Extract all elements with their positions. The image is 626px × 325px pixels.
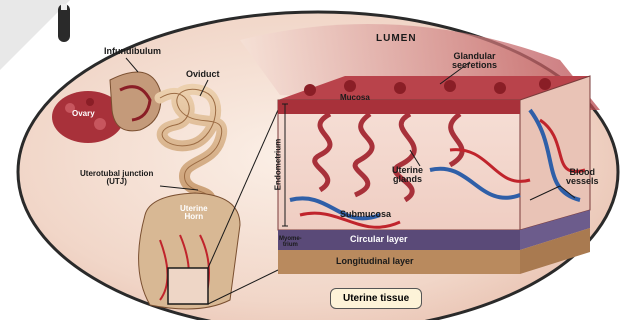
- lumen-label: LUMEN: [376, 34, 417, 45]
- circular-layer-label: Circular layer: [350, 235, 408, 244]
- utj-label: Uterotubal junction (UTJ): [80, 170, 153, 187]
- mucosa-label: Mucosa: [340, 94, 370, 102]
- longitudinal-layer-label: Longitudinal layer: [336, 257, 414, 266]
- submucosa-label: Submucosa: [340, 210, 391, 219]
- blood-vessels-label: Blood vessels: [566, 168, 599, 187]
- endometrium-label: Endometrium: [273, 139, 282, 191]
- oviduct-label: Oviduct: [186, 70, 220, 79]
- ovary-label: Ovary: [72, 110, 95, 118]
- glandular-secretions-label: Glandular secretions: [452, 52, 497, 71]
- myometrium-label: Myome- trium: [279, 236, 302, 249]
- uterine-tissue-caption: Uterine tissue: [330, 288, 422, 309]
- tissue-block: [278, 76, 590, 274]
- uterine-horn-label: Uterine Horn: [180, 205, 208, 222]
- infundibulum-label: Infundibulum: [104, 47, 161, 56]
- inset-block: [168, 268, 208, 304]
- uterine-glands-label: Uterine glands: [392, 166, 423, 185]
